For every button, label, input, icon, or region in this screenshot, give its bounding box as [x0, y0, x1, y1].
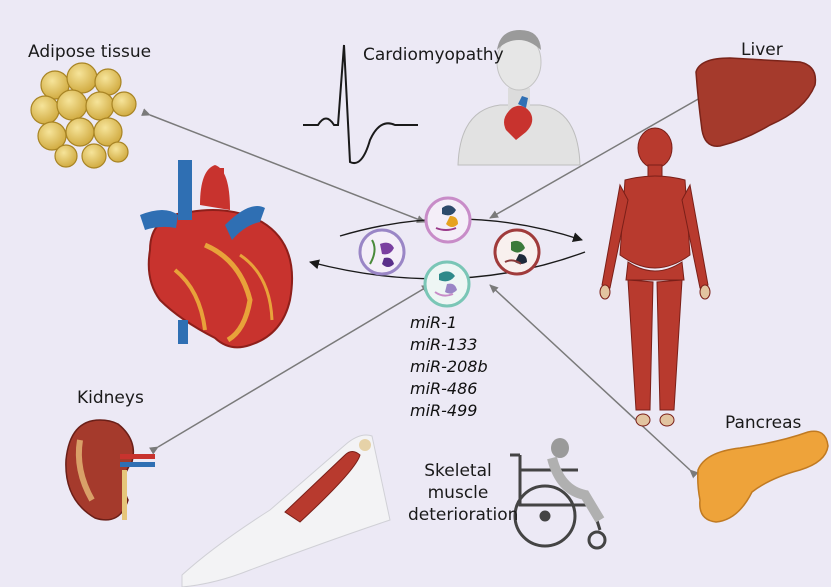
- mirna-item: miR-499: [410, 400, 488, 422]
- muscular-body-illustration: [600, 128, 710, 426]
- label-pancreas: Pancreas: [725, 413, 801, 433]
- vesicle-top: [426, 198, 470, 242]
- liver-illustration: [696, 58, 815, 146]
- vesicle-left: [360, 230, 404, 274]
- mirna-item: miR-486: [410, 378, 488, 400]
- exosome-vesicles: [360, 198, 539, 306]
- label-skeletal-line: muscle: [408, 482, 508, 504]
- mirna-item: miR-208b: [410, 356, 488, 378]
- mirna-item: miR-133: [410, 334, 488, 356]
- pancreas-illustration: [698, 431, 828, 522]
- label-kidneys: Kidneys: [77, 388, 144, 408]
- label-skeletal-muscle-deterioration: Skeletal muscle deterioration: [408, 460, 508, 526]
- wheelchair-illustration: [510, 438, 605, 548]
- label-adipose-tissue: Adipose tissue: [28, 42, 151, 62]
- vesicle-right: [495, 230, 539, 274]
- adipose-tissue-illustration: [31, 63, 136, 168]
- label-skeletal-line: Skeletal: [408, 460, 508, 482]
- mirna-item: miR-1: [410, 312, 488, 334]
- heart-illustration: [140, 160, 292, 347]
- label-skeletal-line: deterioration: [408, 504, 508, 526]
- mirna-list: miR-1 miR-133 miR-208b miR-486 miR-499: [410, 312, 488, 422]
- label-cardiomyopathy: Cardiomyopathy: [363, 45, 504, 65]
- kidney-illustration: [66, 420, 155, 520]
- label-liver: Liver: [741, 40, 783, 60]
- arm-muscle-illustration: [182, 435, 390, 587]
- vesicle-bottom: [425, 262, 469, 306]
